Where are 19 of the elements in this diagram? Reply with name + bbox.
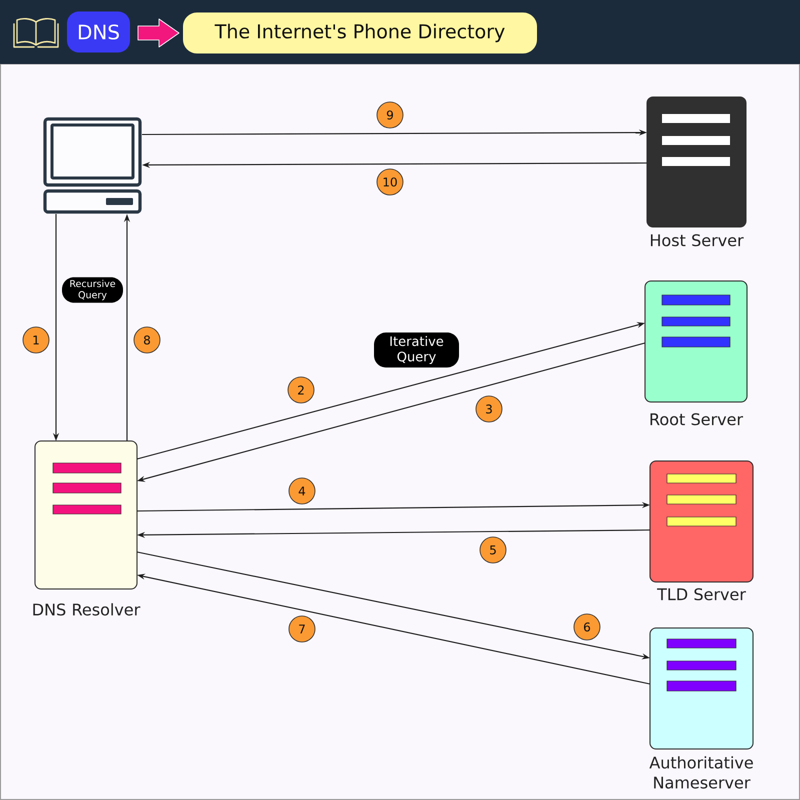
- step-number: 8: [134, 326, 160, 354]
- server-label: Authoritative Nameserver: [649, 756, 753, 789]
- step-number: 2: [288, 376, 314, 404]
- server-label: DNS Resolver: [33, 603, 140, 616]
- step-number: 5: [480, 536, 506, 564]
- step-number: 7: [288, 616, 316, 642]
- server-label: Root Server: [650, 413, 744, 426]
- computer-icon: [43, 117, 142, 214]
- step-number: 10: [376, 168, 404, 196]
- query-pill: Iterative Query: [374, 332, 459, 368]
- step-number: 4: [288, 478, 316, 504]
- step-number: 6: [574, 614, 600, 640]
- step-number: 3: [476, 396, 502, 422]
- label-badge: DNS: [67, 12, 130, 52]
- server-label: Host Server: [650, 234, 744, 246]
- step-number: 1: [22, 326, 50, 354]
- server-label: TLD Server: [657, 588, 746, 600]
- title-banner: The Internet's Phone Directory: [183, 12, 537, 54]
- step-number: 9: [376, 102, 404, 128]
